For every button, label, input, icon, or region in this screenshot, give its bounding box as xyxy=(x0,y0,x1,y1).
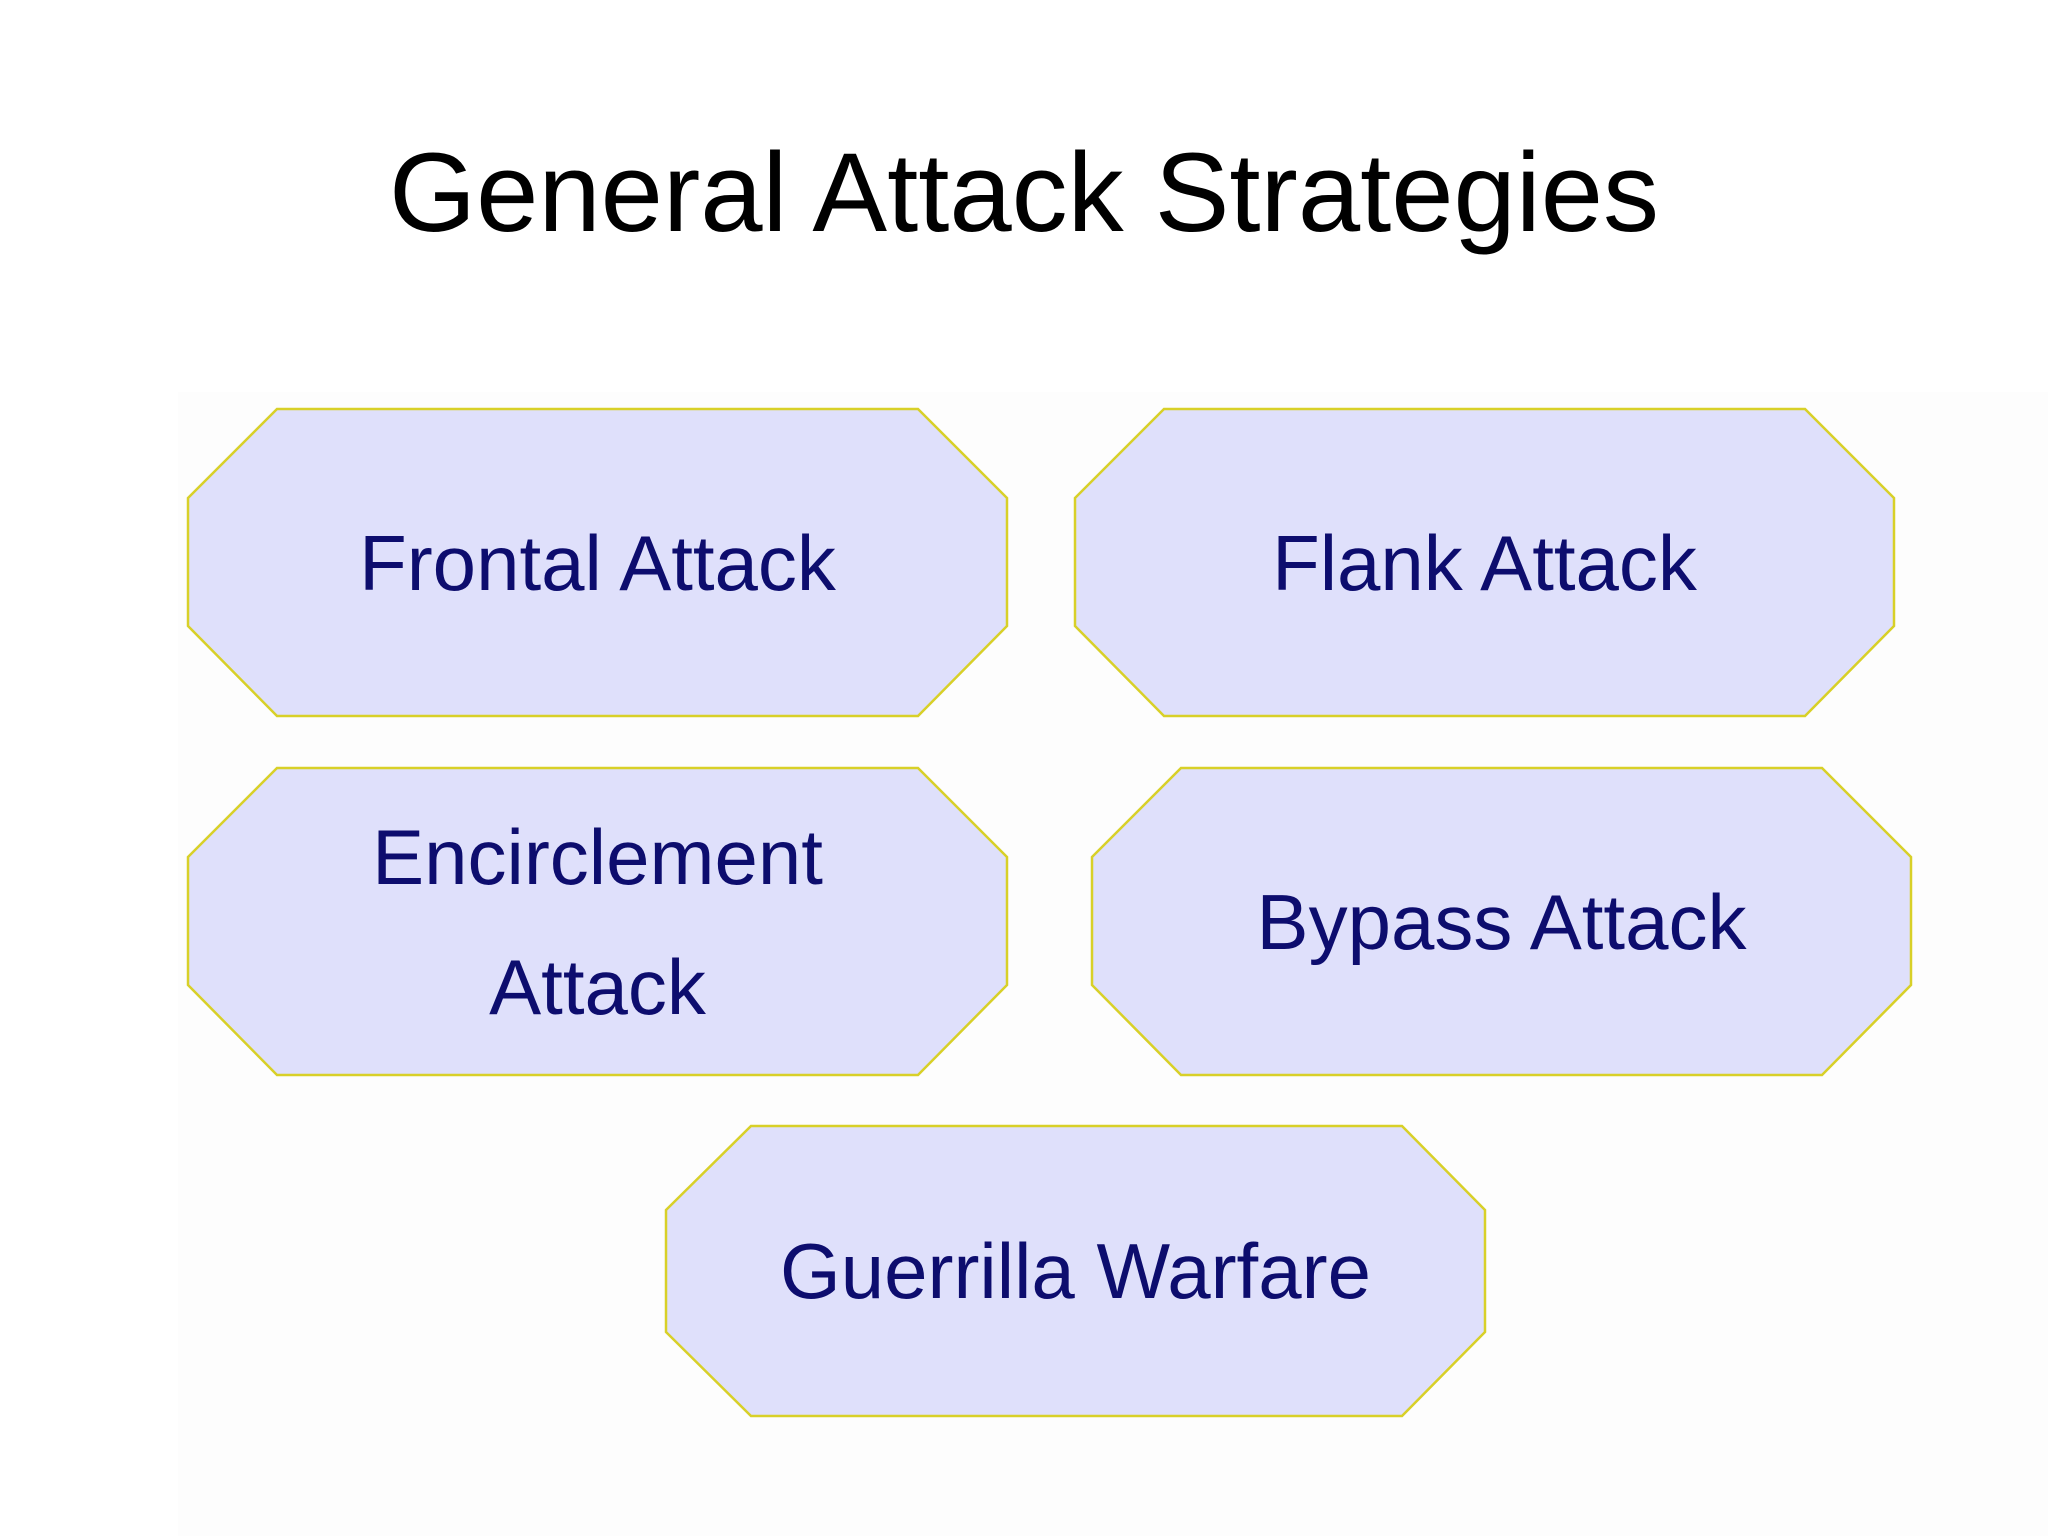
flank-attack-shape xyxy=(1073,407,1896,718)
encirclement-attack-shape xyxy=(186,766,1009,1077)
slide-title: General Attack Strategies xyxy=(388,130,1659,255)
bypass-attack-shape xyxy=(1090,766,1913,1077)
guerrilla-warfare-shape xyxy=(664,1124,1487,1418)
frontal-attack-shape xyxy=(186,407,1009,718)
